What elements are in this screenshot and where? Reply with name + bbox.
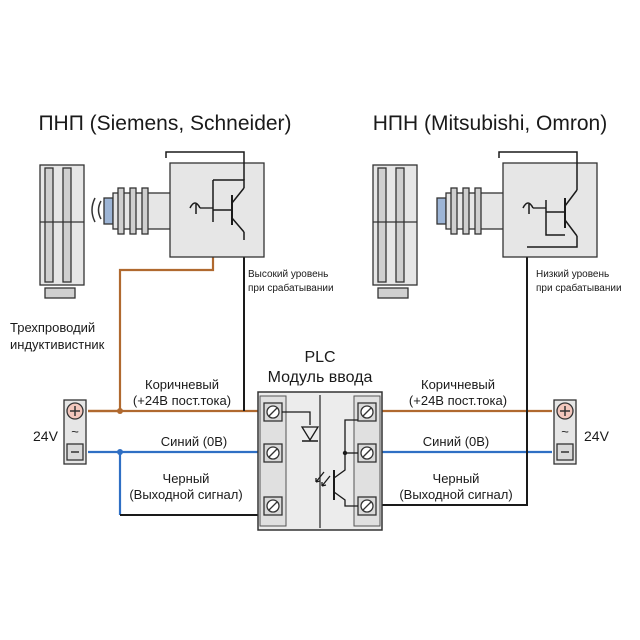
left-black-label-line2: (Выходной сигнал) bbox=[129, 487, 242, 502]
pnp-bracket-rail-right bbox=[62, 167, 72, 283]
plc-phototransistor-emitter bbox=[333, 491, 358, 507]
npn-black-signal-wire bbox=[378, 247, 528, 506]
npn-inner-supply-line bbox=[498, 151, 578, 180]
pnp-sensor-nut-2 bbox=[129, 187, 137, 235]
npn-transistor-out bbox=[527, 236, 578, 248]
plc-terminal-right-2 bbox=[357, 443, 377, 463]
left-power-supply: ~ bbox=[63, 399, 87, 465]
plc-right-internal-node bbox=[342, 450, 348, 456]
npn-note-line2: при срабатывании bbox=[536, 282, 622, 294]
pnp-sensor-nut-3 bbox=[141, 187, 149, 235]
npn-bracket-foot bbox=[377, 287, 409, 299]
plc-input-module bbox=[257, 391, 383, 531]
plc-subtitle: Модуль ввода bbox=[268, 369, 373, 386]
plc-opto-arrows-icon bbox=[315, 471, 331, 487]
sensor-type-line2: индуктивистник bbox=[10, 337, 105, 352]
right-supply-tilde: ~ bbox=[561, 424, 569, 439]
npn-bracket-rail-left bbox=[377, 167, 387, 283]
pnp-inner-supply-line bbox=[165, 151, 245, 180]
pnp-bracket-rail-left bbox=[44, 167, 54, 283]
right-brown-label-line2: (+24В пост.тока) bbox=[409, 393, 507, 408]
npn-electronics-box bbox=[502, 162, 598, 258]
pnp-title: ПНП (Siemens, Schneider) bbox=[38, 112, 291, 135]
plc-phototransistor-collector bbox=[333, 419, 358, 479]
plc-terminal-left-2 bbox=[263, 443, 283, 463]
pnp-sensor bbox=[39, 151, 265, 299]
pnp-transistor-top bbox=[213, 179, 245, 188]
right-blue-label: Синий (0В) bbox=[423, 434, 490, 449]
npn-transistor-collector bbox=[564, 189, 578, 207]
right-supply-voltage: 24V bbox=[584, 428, 610, 444]
pnp-transistor-emitter bbox=[231, 217, 245, 233]
plc-left-internal-wire bbox=[282, 411, 311, 425]
pnp-sensor-face bbox=[103, 197, 114, 225]
plc-diode-icon bbox=[300, 426, 320, 442]
left-supply-voltage: 24V bbox=[33, 428, 59, 444]
pnp-transistor-collector bbox=[231, 187, 245, 204]
left-black-label-line1: Черный bbox=[163, 471, 210, 486]
plc-title: PLC bbox=[304, 349, 335, 366]
left-brown-junction bbox=[117, 408, 123, 414]
pnp-note-line2: при срабатывании bbox=[248, 282, 334, 294]
npn-bracket-rail-right bbox=[395, 167, 405, 283]
pnp-sensor-nut-1 bbox=[117, 187, 125, 235]
npn-transistor-emitter bbox=[564, 219, 578, 237]
right-black-label-line1: Черный bbox=[433, 471, 480, 486]
plc-terminal-left-1 bbox=[263, 402, 283, 422]
npn-detector-symbol bbox=[522, 202, 534, 214]
npn-sensor bbox=[372, 151, 598, 299]
left-brown-label-line1: Коричневый bbox=[145, 377, 219, 392]
pnp-sensing-waves bbox=[91, 197, 102, 223]
right-brown-label-line1: Коричневый bbox=[421, 377, 495, 392]
pnp-detector-symbol bbox=[189, 202, 201, 214]
npn-note-line1: Низкий уровень bbox=[536, 269, 609, 280]
plc-terminal-right-3 bbox=[357, 496, 377, 516]
npn-sensor-nut-3 bbox=[474, 187, 482, 235]
npn-sensor-nut-1 bbox=[450, 187, 458, 235]
right-black-label-line2: (Выходной сигнал) bbox=[399, 487, 512, 502]
pnp-bracket-foot bbox=[44, 287, 76, 299]
npn-sensor-nut-2 bbox=[462, 187, 470, 235]
plc-terminal-left-3 bbox=[263, 496, 283, 516]
sensor-type-line1: Трехпроводий bbox=[10, 320, 95, 335]
npn-title: НПН (Mitsubishi, Omron) bbox=[373, 112, 607, 135]
left-supply-tilde: ~ bbox=[71, 424, 79, 439]
left-blue-label: Синий (0В) bbox=[161, 434, 228, 449]
npn-inner-rail bbox=[545, 200, 565, 236]
plc-terminal-right-1 bbox=[357, 402, 377, 422]
npn-sensor-face bbox=[436, 197, 447, 225]
pnp-note-line1: Высокий уровень bbox=[248, 269, 328, 280]
left-brown-label-line2: (+24В пост.тока) bbox=[133, 393, 231, 408]
right-power-supply: ~ bbox=[553, 399, 577, 465]
